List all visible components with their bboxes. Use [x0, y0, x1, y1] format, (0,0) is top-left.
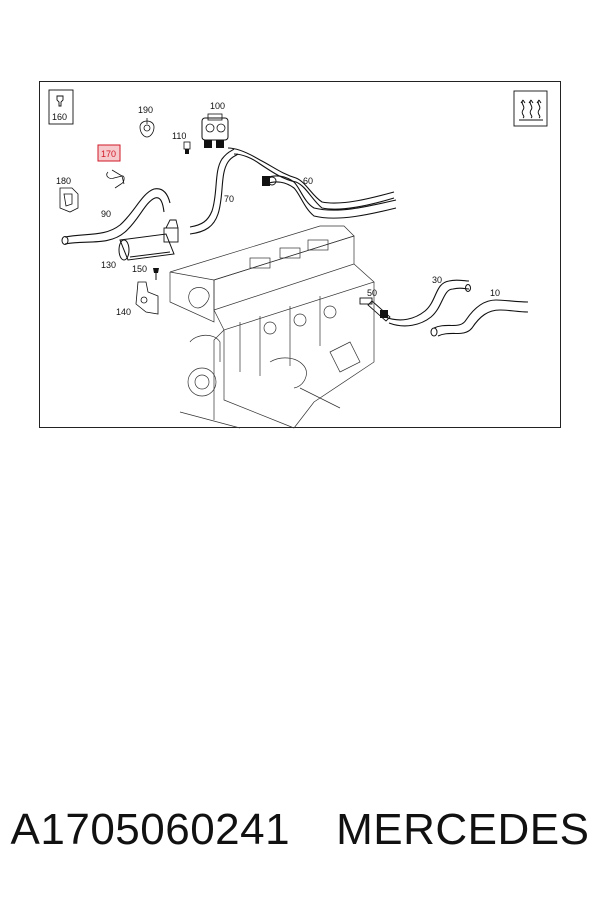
- hose-60: 60: [227, 147, 397, 219]
- part-info-footer: A1705060241 MERCEDES: [0, 800, 600, 860]
- callout-110: 110: [172, 131, 186, 141]
- hose-30: 30: [384, 275, 471, 327]
- parts-diagram: 160 190 110 100: [39, 81, 561, 429]
- callout-60: 60: [303, 176, 313, 186]
- callout-10: 10: [490, 288, 500, 298]
- callout-160: 160: [52, 112, 67, 122]
- heat-waves-icon: [519, 99, 543, 121]
- part-50-fitting: 50: [359, 288, 391, 322]
- callout-50: 50: [367, 288, 377, 298]
- callout-180: 180: [56, 176, 71, 186]
- part-number: A1705060241: [10, 805, 291, 854]
- hose-90: 90: [61, 188, 171, 245]
- brand-name: MERCEDES: [336, 805, 590, 854]
- hose-70: 70: [189, 148, 239, 235]
- callout-90: 90: [101, 209, 111, 219]
- part-190-clamp: 190: [138, 105, 155, 138]
- part-130-pump: 130: [101, 219, 179, 270]
- callout-170-highlight: [97, 144, 121, 162]
- callout-100: 100: [210, 101, 225, 111]
- callout-190: 190: [138, 105, 153, 115]
- callout-30: 30: [432, 275, 442, 285]
- callout-140: 140: [116, 307, 131, 317]
- callout-150: 150: [132, 264, 147, 274]
- part-150-screw: 150: [132, 264, 159, 280]
- part-100-valve: 100: [201, 101, 229, 148]
- part-160-box: 160: [48, 89, 74, 125]
- part-140-bracket: 140: [116, 281, 159, 317]
- clip-icon: [56, 95, 64, 107]
- part-170-bracket: 170: [97, 144, 125, 189]
- callout-70: 70: [224, 194, 234, 204]
- part-110-sensor: 110: [172, 131, 191, 154]
- engine-block-drawing: [169, 225, 375, 429]
- hose-10: 10: [430, 288, 529, 337]
- callout-170: 170: [101, 149, 116, 159]
- part-180-bracket: 180: [56, 176, 79, 213]
- callout-130: 130: [101, 260, 116, 270]
- heater-symbol-box: [513, 90, 548, 127]
